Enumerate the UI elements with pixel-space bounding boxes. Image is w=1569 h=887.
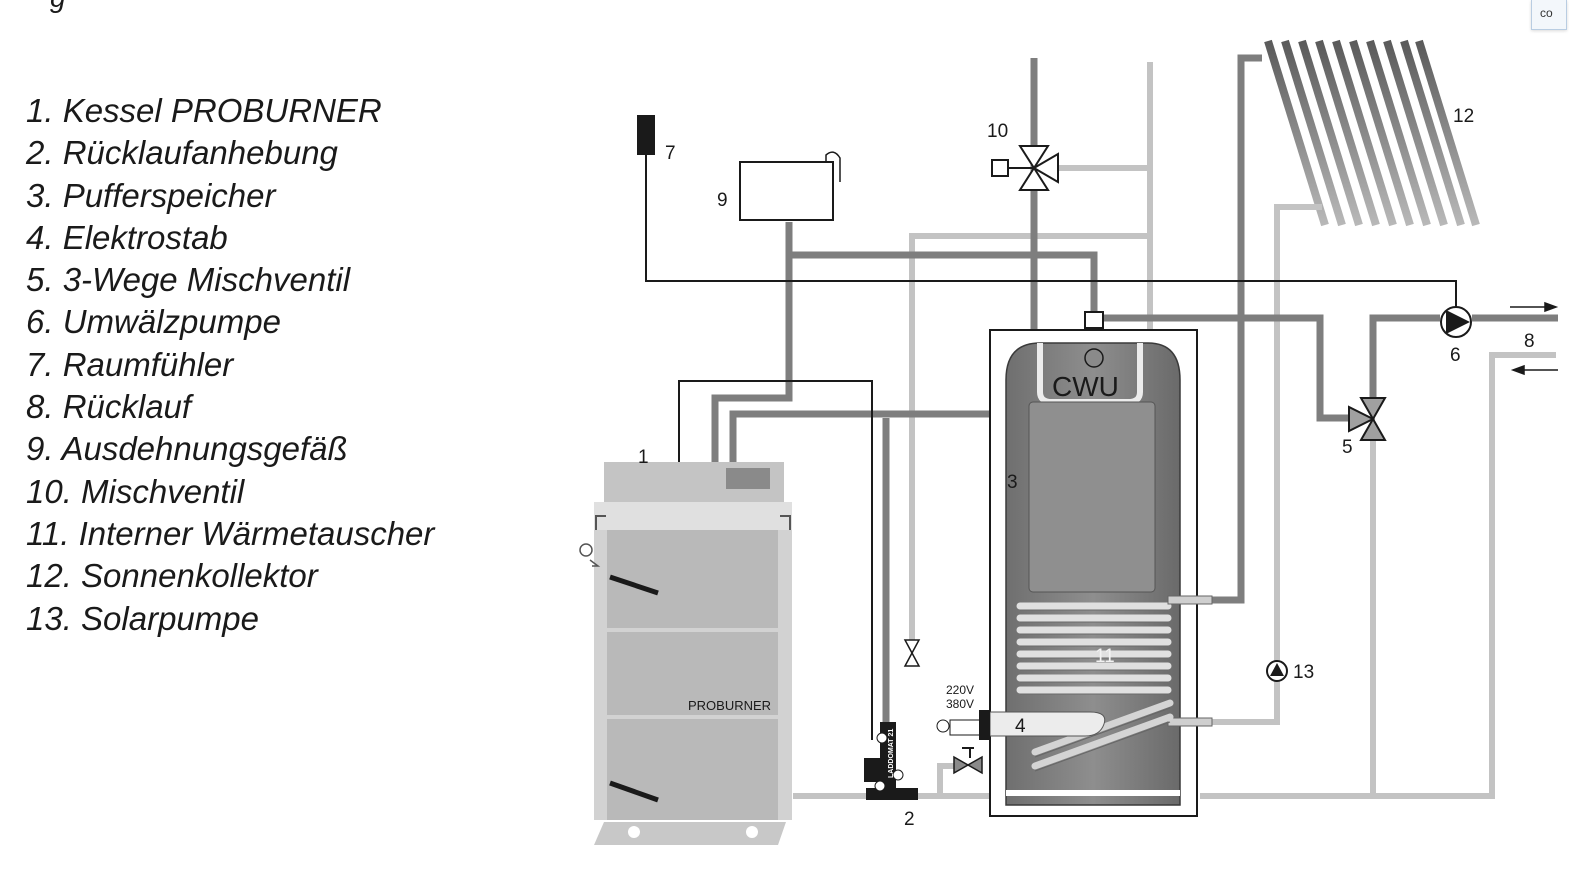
small-valve-bottom [953,747,983,775]
label-9: 9 [717,190,728,211]
legend-item: 10. Mischventil [26,472,245,510]
flow-pipes-dark [711,54,1558,722]
label-4: 4 [1015,716,1026,737]
legend-item: 8. Rücklauf [26,388,192,426]
label-6: 6 [1450,345,1461,366]
legend-item: 5. 3-Wege Mischventil [26,261,351,299]
room-sensor [637,115,655,155]
legend-item: 1. Kessel PROBURNER [26,92,382,129]
label-12: 12 [1453,106,1474,127]
circulation-pump-6 [1440,306,1472,338]
boiler-brand: PROBURNER [688,698,771,713]
legend-item: 2. Rücklaufanhebung [26,134,338,172]
legend-item: 12. Sonnenkollektor [26,557,318,595]
cut-off-header: g [50,0,66,14]
three-way-valve-5 [1348,397,1387,441]
solar-collector [1263,39,1480,227]
legend-item: 7. Raumfühler [26,345,234,383]
control-wiring [645,150,1457,758]
cwu-label: CWU [1052,371,1119,402]
legend-item: 13. Solarpumpe [26,599,259,637]
flow-arrows [1510,301,1559,376]
mixing-valve-10 [991,145,1059,191]
legend-item: 3. Pufferspeicher [26,176,276,214]
voltage-220: 220V [946,683,974,697]
label-2: 2 [904,809,915,830]
laddomat-unit [864,722,918,800]
boiler [579,462,792,845]
label-8: 8 [1524,331,1535,352]
label-10: 10 [987,121,1008,142]
legend-list: 1. Kessel PROBURNER 2. Rücklaufanhebung … [26,90,434,640]
corner-widget[interactable]: co [1531,0,1567,30]
label-11: 11 [1095,646,1115,667]
laddomat-label: LADDOMAT 21 [888,729,895,778]
label-13: 13 [1293,662,1314,683]
legend-item: 9. Ausdehnungsgefäß [26,430,348,468]
solar-coil [1016,595,1213,772]
small-valve-left [903,639,921,667]
expansion-vessel [739,151,841,221]
label-7: 7 [665,143,676,164]
legend-item: 6. Umwälzpumpe [26,303,281,341]
label-1: 1 [638,447,649,468]
solar-pump-13 [1266,660,1288,682]
legend-item: 11. Interner Wärmetauscher [26,514,435,552]
electric-heater [936,710,1106,740]
legend-item: 4. Elektrostab [26,218,228,256]
return-pipes-light [793,62,1556,799]
label-3: 3 [1007,472,1018,493]
voltage-380: 380V [946,697,974,711]
label-5: 5 [1342,437,1353,458]
